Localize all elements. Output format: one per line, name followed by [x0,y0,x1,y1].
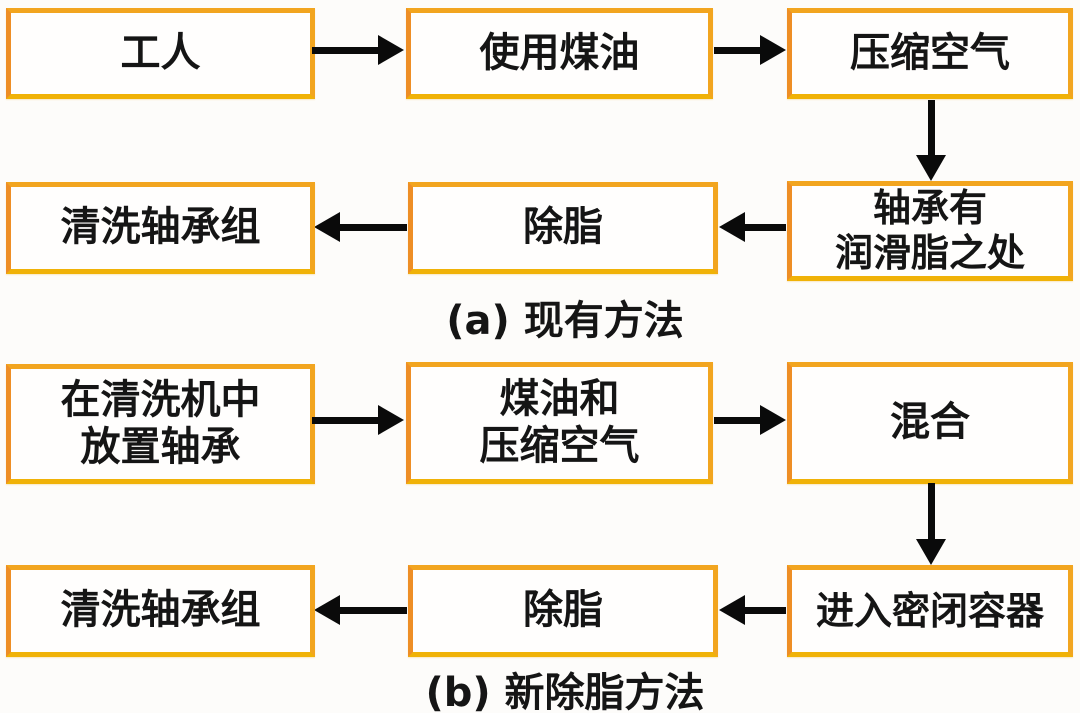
flow-box-degrease-a: 除脂 [408,182,718,274]
arrow-mixture-to-mix-icon [714,405,786,435]
arrow-container-to-degrease-icon [719,595,786,625]
flow-box-use-kerosene: 使用煤油 [406,8,713,99]
flow-box-mix: 混合 [787,362,1073,484]
flow-box-worker: 工人 [6,8,315,99]
arrow-kerosene-to-air-icon [714,35,786,65]
flow-box-clean-bearings-a: 清洗轴承组 [6,182,315,274]
arrow-degrease-to-clean-b-icon [314,595,407,625]
flow-box-load-bearings: 在清洗机中 放置轴承 [6,364,315,484]
caption-existing-method: (a) 现有方法 [446,298,684,344]
arrow-load-to-mixture-icon [312,405,404,435]
flow-box-kerosene-and-air: 煤油和 压缩空气 [406,362,713,484]
flow-box-clean-bearings-b: 清洗轴承组 [6,565,315,657]
flow-box-degrease-b: 除脂 [408,565,718,657]
arrow-degrease-to-clean-icon [314,212,407,242]
flow-box-sealed-container: 进入密闭容器 [787,565,1073,657]
arrow-grease-to-degrease-icon [719,212,786,242]
arrow-mix-down-to-container-icon [916,483,946,565]
arrow-worker-to-kerosene-icon [312,35,404,65]
caption-new-method: (b) 新除脂方法 [425,670,705,713]
arrow-air-down-to-grease-icon [916,100,946,181]
flow-box-grease-spots: 轴承有 润滑脂之处 [787,181,1073,281]
flow-box-compressed-air: 压缩空气 [787,8,1073,99]
